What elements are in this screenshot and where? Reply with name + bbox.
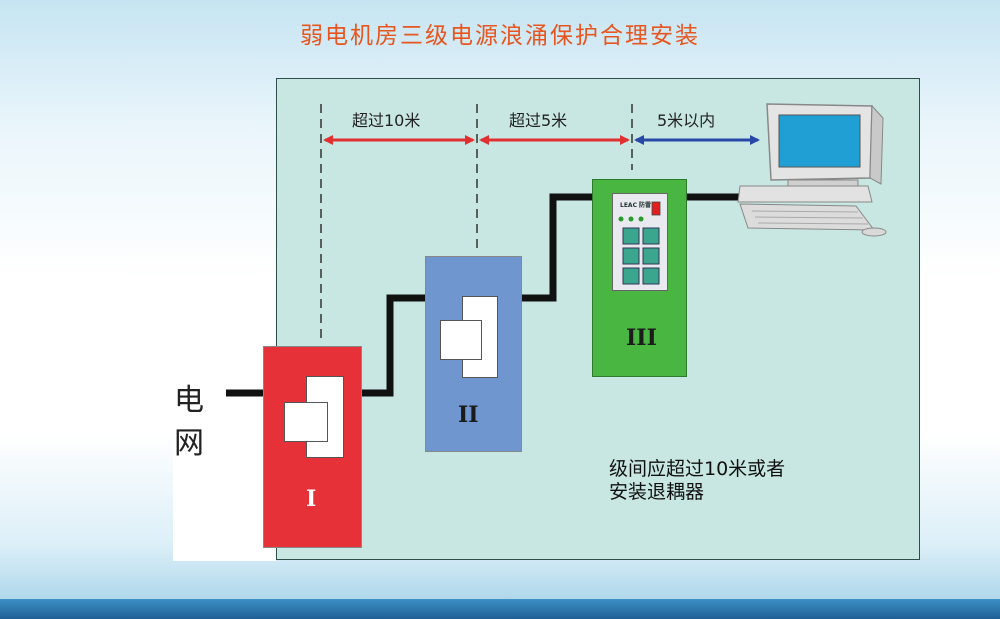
stage-3-label: III (626, 325, 657, 351)
computer-icon (737, 103, 887, 237)
stage-2-label: II (458, 402, 479, 428)
stage-1-label: I (306, 486, 317, 512)
distance-label-3: 5米以内 (657, 111, 716, 130)
distance-label-1: 超过10米 (352, 111, 421, 130)
distance-label-2: 超过5米 (509, 111, 568, 130)
stage-3-led-3 (638, 216, 644, 222)
grid-label-dian: 电 (174, 383, 204, 418)
stage-1-breaker-front (284, 402, 328, 442)
grid-label-wang: 网 (174, 426, 204, 461)
grid-side-panel (173, 335, 276, 561)
note-line-1: 级间应超过10米或者 (609, 458, 786, 480)
stage-3-led-2 (628, 216, 634, 222)
bottom-bar (0, 599, 1000, 619)
stage-3-indicator-red (651, 201, 661, 216)
page-title: 弱电机房三级电源浪涌保护合理安装 (300, 23, 700, 49)
stage-3-brand: LEAC 防雷 (620, 202, 652, 209)
stage-3-led-1 (618, 216, 624, 222)
power-wire-2-3 (521, 193, 593, 302)
installation-note: 级间应超过10米或者 安装退耦器 (609, 458, 785, 504)
power-wire-1-2 (361, 294, 426, 397)
note-line-2: 安装退耦器 (609, 481, 705, 503)
stage-3-modules (622, 227, 660, 285)
stage-2-breaker-front (440, 320, 482, 360)
